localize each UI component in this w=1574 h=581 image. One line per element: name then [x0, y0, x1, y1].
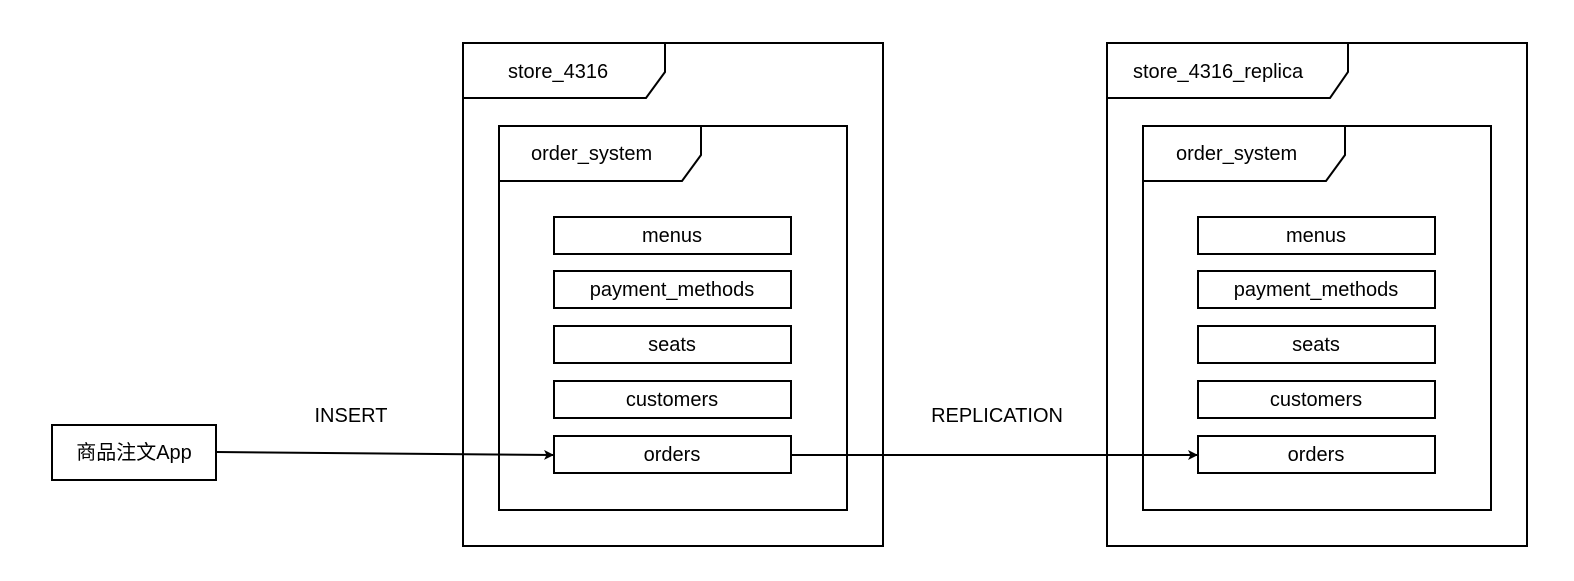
database-store-4316-replica: store_4316_replica order_system menus pa…	[1106, 42, 1528, 547]
table-name: payment_methods	[590, 279, 755, 301]
insert-arrow	[215, 449, 554, 460]
table-menus: menus	[553, 216, 792, 255]
table-name: payment_methods	[1234, 279, 1399, 301]
edge-replication: REPLICATION	[791, 405, 1198, 460]
table-customers: customers	[553, 380, 792, 419]
edge-insert: INSERT	[215, 405, 554, 460]
table-payment-methods: payment_methods	[553, 270, 792, 309]
table-name: customers	[1270, 389, 1362, 411]
schema-order-system: order_system menus payment_methods seats…	[1142, 125, 1492, 511]
database-name: store_4316	[508, 61, 608, 83]
table-name: seats	[648, 334, 696, 356]
database-name: store_4316_replica	[1133, 61, 1304, 83]
table-customers: customers	[1197, 380, 1436, 419]
table-payment-methods: payment_methods	[1197, 270, 1436, 309]
table-seats: seats	[1197, 325, 1436, 364]
table-name: menus	[1286, 225, 1346, 247]
edge-label-replication: REPLICATION	[931, 405, 1063, 427]
table-orders: orders	[1197, 435, 1436, 474]
table-name: orders	[644, 444, 701, 466]
edge-label-insert: INSERT	[315, 405, 388, 427]
schema-name: order_system	[1176, 143, 1297, 165]
app-label: 商品注文App	[76, 441, 192, 464]
table-menus: menus	[1197, 216, 1436, 255]
app-node: 商品注文App	[51, 424, 217, 481]
table-name: seats	[1292, 334, 1340, 356]
table-name: customers	[626, 389, 718, 411]
table-orders: orders	[553, 435, 792, 474]
table-name: menus	[642, 225, 702, 247]
table-seats: seats	[553, 325, 792, 364]
schema-order-system: order_system menus payment_methods seats…	[498, 125, 848, 511]
schema-name: order_system	[531, 143, 652, 165]
database-store-4316: store_4316 order_system menus payment_me…	[462, 42, 884, 547]
table-name: orders	[1288, 444, 1345, 466]
